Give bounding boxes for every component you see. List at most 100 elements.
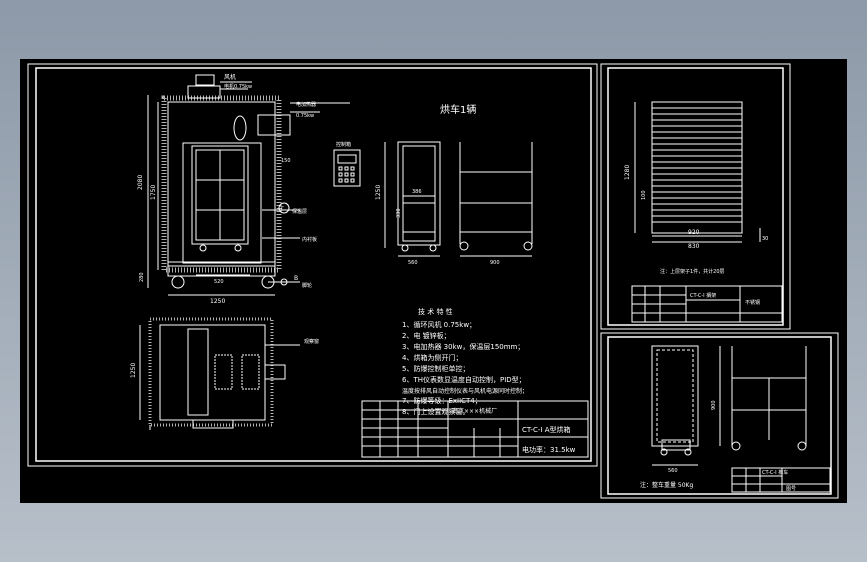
dim-side: 280 — [139, 272, 145, 282]
tech-line: 5、防爆控制柜单控； — [402, 364, 469, 373]
cart-wheel — [401, 244, 409, 252]
dim-height: 2080 — [137, 175, 144, 190]
cart-front-frame — [397, 141, 441, 246]
rack-wheel — [234, 244, 242, 252]
label-insulation: 保温层 — [292, 208, 307, 215]
dim-width: 1750 — [150, 185, 157, 200]
plan-fan-chamber — [187, 328, 209, 416]
plan-motor — [264, 364, 286, 380]
dim-gap: 150 — [281, 158, 291, 164]
rack-tb-row2: 不锈钢 — [745, 299, 760, 306]
label-motor: 电机0.75kw — [224, 83, 252, 90]
main-title-block — [361, 400, 589, 458]
tech-line: 8、门上设置观察窗。 — [402, 407, 469, 416]
tech-line: 温度按排风自动控制仪表与风机电源同时控制； — [402, 387, 528, 395]
tech-line: 7、防爆等级：ExIICT4； — [402, 396, 482, 405]
trolley-tb-row2: 图号 — [786, 486, 796, 492]
tr-sheet-inner-border — [607, 67, 784, 326]
trolley-note: 注：整车重量 50Kg — [640, 481, 693, 489]
plan-heater-right — [241, 354, 260, 390]
top-right-sheet — [600, 63, 791, 330]
dim-plan-depth: 1250 — [130, 363, 137, 378]
main-sheet — [27, 63, 598, 467]
base-wheel-left — [171, 275, 185, 289]
oven-base — [167, 261, 276, 277]
trolley-front-inner — [656, 349, 694, 443]
oven-front-elevation — [147, 74, 350, 296]
title-block-frame — [361, 400, 589, 458]
cart-front-view — [384, 141, 441, 257]
main-sheet-text: 烘车1辆 技 术 特 性 1、循环风机 0.75kw； 2、电 镀锌板； 3、电… — [130, 73, 576, 454]
br-sheet-inner-border — [607, 336, 832, 495]
label-heater: 电加热器 — [296, 101, 316, 108]
fan-motor-box — [195, 74, 215, 86]
trolley-front-base — [661, 439, 691, 451]
control-panel — [333, 149, 361, 187]
cart-wheel — [523, 241, 533, 251]
rack-note: 注：上层架子1件，共计20层 — [660, 268, 725, 275]
cart-side-view — [459, 142, 533, 257]
bottom-right-sheet-text: 注：整车重量 50Kg 560 900 CT-C-I 推车 图号 — [640, 400, 796, 492]
callout-circle-t — [278, 202, 290, 214]
rack-tb-row1: CT-C-I 搁架 — [690, 292, 716, 299]
oven-plan-view — [139, 317, 300, 430]
power-rating: 电功率：31.5kw — [522, 445, 576, 454]
dim-cart-in: 330 — [396, 208, 402, 218]
org-name: 南京×××机械厂 — [452, 407, 497, 415]
cart-wheel — [429, 244, 437, 252]
shelf-rack-lines — [652, 107, 742, 223]
cart-title: 烘车1辆 — [440, 103, 476, 116]
panel-buttons — [338, 166, 355, 183]
tech-line: 4、烘箱为侧开门； — [402, 353, 462, 362]
br-sheet-outer-border — [600, 332, 839, 499]
br-title-block — [731, 467, 831, 493]
rack-wheel — [199, 244, 207, 252]
trolley-tb-row1: CT-C-I 推车 — [762, 469, 788, 476]
rack-dim-w2: 830 — [688, 243, 700, 250]
trolley-dim-side: 900 — [711, 400, 717, 410]
label-circle-t: T — [279, 206, 284, 213]
fan-housing — [187, 85, 221, 99]
label-window: 观察窗 — [304, 338, 319, 345]
rack-dim-height: 1280 — [624, 165, 631, 180]
trolley-wheel — [797, 441, 807, 451]
dim-cart-w2: 560 — [408, 260, 418, 266]
trolley-wheel — [731, 441, 741, 451]
label-inner-liner: 内衬板 — [302, 236, 317, 243]
rack-dim-side: 30 — [762, 236, 768, 242]
trolley-front-frame — [651, 345, 699, 447]
dim-cart-w1: 386 — [412, 189, 422, 195]
tech-heading: 技 术 特 性 — [418, 307, 453, 316]
rack-dim-w1: 920 — [688, 229, 700, 236]
top-right-sheet-text: 1280 30 920 830 100 注：上层架子1件，共计20层 CT-C-… — [624, 165, 768, 306]
tech-line: 2、电 镀锌板； — [402, 331, 451, 340]
control-panel-drawing — [333, 149, 361, 187]
drawing-number: CT-C-I A型烘箱 — [522, 425, 571, 434]
label-circle-b: B — [294, 275, 298, 282]
label-fan-power: 0.75kw — [296, 113, 314, 119]
dim-inner: 520 — [214, 279, 224, 285]
tr-sheet-outer-border — [600, 63, 791, 330]
main-sheet-outer-border — [27, 63, 598, 467]
cart-wheel — [459, 241, 469, 251]
bottom-right-sheet — [600, 332, 839, 499]
tech-line: 6、TH仪表数显温度自动控制，PID型； — [402, 375, 526, 384]
plan-insulation — [148, 317, 274, 427]
label-panel: 控制箱 — [336, 141, 351, 148]
callout-circle-b — [280, 278, 288, 286]
trolley-wheel — [684, 448, 692, 456]
insulation-hatch — [161, 95, 282, 273]
fan-blade — [233, 115, 247, 141]
tech-line: 3、电加热器 30kw，保温层150mm； — [402, 342, 524, 351]
dim-cart-w3: 900 — [490, 260, 500, 266]
oven-body — [167, 101, 276, 267]
main-sheet-inner-border — [35, 67, 592, 462]
rack-frame — [191, 145, 249, 245]
label-fan: 风机 — [224, 73, 236, 81]
label-wheel: 脚轮 — [302, 282, 312, 289]
dim-cart-height: 1250 — [375, 185, 382, 200]
trolley-dim-w: 560 — [668, 468, 678, 474]
oven-inner-chamber — [182, 142, 262, 264]
dim-base: 1250 — [210, 298, 225, 305]
